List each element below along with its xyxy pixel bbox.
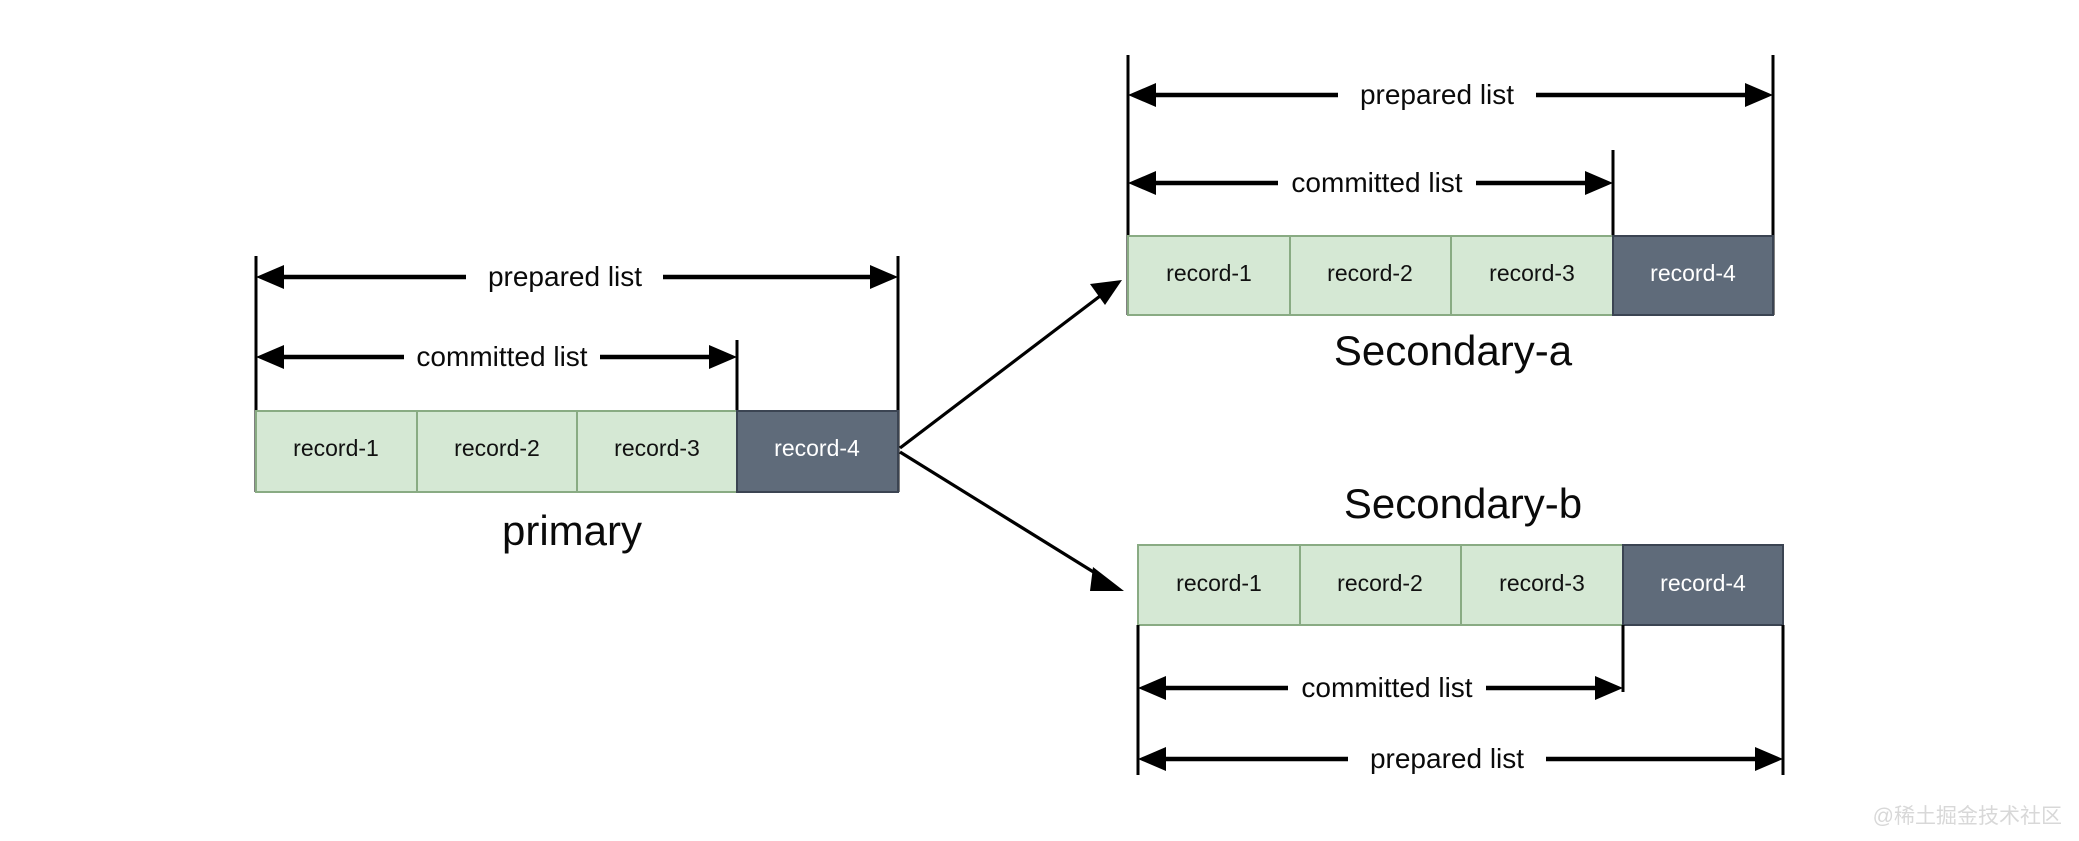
secondary-a-record-4-box[interactable] <box>1612 235 1774 316</box>
secondary-b-record-2-label: record-2 <box>1337 570 1423 596</box>
secondary-a-node-title: Secondary-a <box>1334 327 1573 374</box>
secondary-a-record-4-label: record-4 <box>1650 260 1736 286</box>
sa-committed-arrowhead-right <box>1585 171 1613 195</box>
secondary-b-committed-list-label: committed list <box>1301 672 1472 703</box>
prepared-span-arrowhead-left <box>256 265 284 289</box>
primary-prepared-list-label: prepared list <box>488 261 642 292</box>
secondary-a-record-3-box[interactable] <box>1450 235 1614 316</box>
secondary-b-record-3-label: record-3 <box>1499 570 1585 596</box>
secondary-b-record-4-box[interactable] <box>1622 544 1784 626</box>
secondary-b-record-1-box[interactable] <box>1137 544 1301 626</box>
secondary-a-committed-span: committed list <box>1128 167 1613 198</box>
sb-prepared-arrowhead-right <box>1755 747 1783 771</box>
primary-record-3-box[interactable] <box>576 410 738 493</box>
secondary-a-record-2-label: record-2 <box>1327 260 1413 286</box>
primary-node-title: primary <box>502 507 642 554</box>
arrow-primary-to-secondary-b-line <box>899 450 1109 583</box>
node-secondary-b: Secondary-b record-1 record-2 record-3 r… <box>1136 480 1785 775</box>
prepared-span-arrowhead-right <box>870 265 898 289</box>
secondary-a-record-row: record-1 record-2 record-3 record-4 <box>1127 235 1774 316</box>
sb-prepared-arrowhead-left <box>1138 747 1166 771</box>
secondary-b-prepared-span: prepared list <box>1138 743 1783 774</box>
node-secondary-a: prepared list committed list record-1 re… <box>1126 55 1775 374</box>
primary-committed-list-label: committed list <box>416 341 587 372</box>
primary-prepared-span: prepared list <box>256 261 898 292</box>
secondary-a-record-1-label: record-1 <box>1166 260 1252 286</box>
primary-record-2-box[interactable] <box>416 410 578 493</box>
secondary-a-record-2-box[interactable] <box>1289 235 1452 316</box>
primary-record-1-box[interactable] <box>255 410 418 493</box>
primary-committed-span: committed list <box>256 341 737 372</box>
node-primary: prepared list committed list record-1 re… <box>254 256 900 554</box>
primary-record-4-box[interactable] <box>736 410 899 493</box>
secondary-b-record-4-label: record-4 <box>1660 570 1746 596</box>
primary-record-2-label: record-2 <box>454 435 540 461</box>
arrow-primary-to-secondary-a-head <box>1090 280 1122 305</box>
sa-prepared-arrowhead-left <box>1128 83 1156 107</box>
watermark-label: @稀土掘金技术社区 <box>1873 805 2062 828</box>
secondary-a-record-3-label: record-3 <box>1489 260 1575 286</box>
primary-record-3-label: record-3 <box>614 435 700 461</box>
secondary-a-prepared-list-label: prepared list <box>1360 79 1514 110</box>
arrow-primary-to-secondary-b-head <box>1090 567 1124 591</box>
primary-record-1-label: record-1 <box>293 435 379 461</box>
sb-committed-arrowhead-left <box>1138 676 1166 700</box>
committed-span-arrowhead-right <box>709 345 737 369</box>
primary-record-row: record-1 record-2 record-3 record-4 <box>255 410 899 493</box>
secondary-a-committed-list-label: committed list <box>1291 167 1462 198</box>
secondary-b-record-row: record-1 record-2 record-3 record-4 <box>1137 544 1784 626</box>
primary-record-4-label: record-4 <box>774 435 860 461</box>
secondary-a-record-1-box[interactable] <box>1127 235 1291 316</box>
secondary-a-prepared-span: prepared list <box>1128 79 1773 110</box>
sa-prepared-arrowhead-right <box>1745 83 1773 107</box>
secondary-b-record-1-label: record-1 <box>1176 570 1262 596</box>
committed-span-arrowhead-left <box>256 345 284 369</box>
arrow-primary-to-secondary-a-line <box>899 288 1109 450</box>
secondary-b-committed-span: committed list <box>1138 672 1623 703</box>
secondary-b-prepared-list-label: prepared list <box>1370 743 1524 774</box>
sb-committed-arrowhead-right <box>1595 676 1623 700</box>
sa-committed-arrowhead-left <box>1128 171 1156 195</box>
secondary-b-node-title: Secondary-b <box>1344 480 1582 527</box>
secondary-b-record-3-box[interactable] <box>1460 544 1624 626</box>
connection-arrows <box>899 280 1124 591</box>
